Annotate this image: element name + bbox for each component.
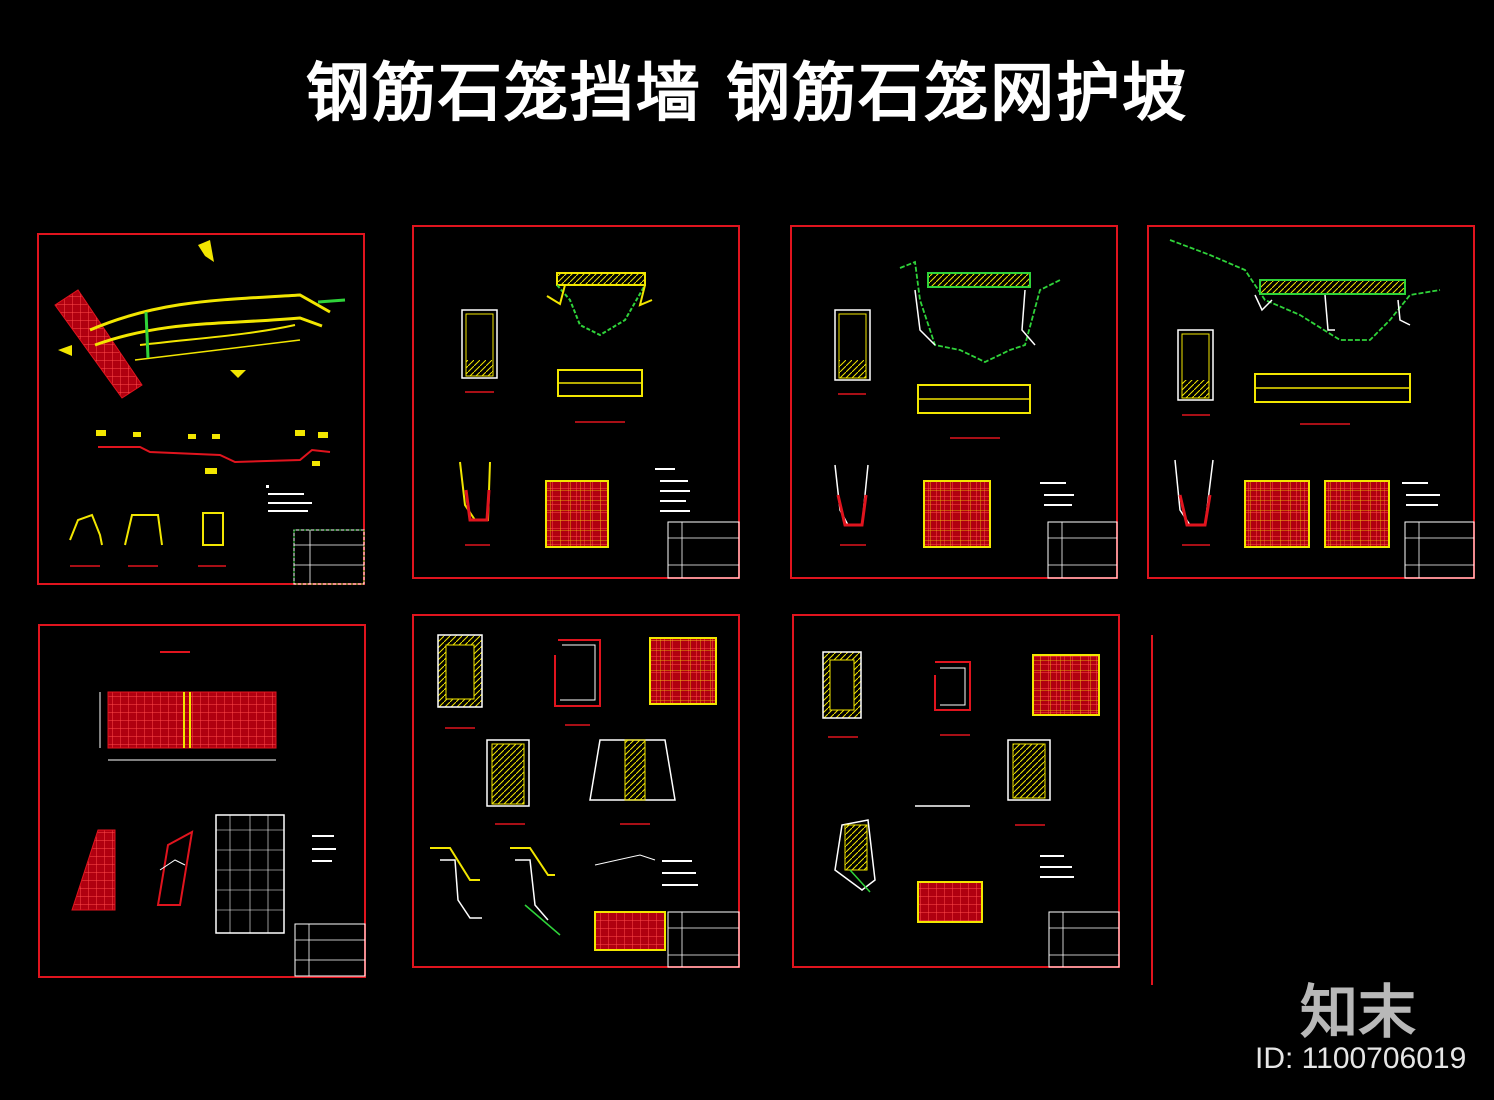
sheet-section-a <box>412 225 740 579</box>
page-title: 钢筋石笼挡墙 钢筋石笼网护坡 <box>305 57 1189 131</box>
sheet-section-b <box>790 225 1118 579</box>
sheet-section-c <box>1147 225 1475 579</box>
sheet-details-a <box>412 614 740 968</box>
sheet-details-b <box>792 614 1120 968</box>
sheet-mesh-elevation <box>38 624 366 978</box>
watermark-id: ID: 1100706019 <box>1255 1042 1467 1075</box>
watermark-logo: 知末 <box>1300 978 1417 1046</box>
sheet-plan-layout <box>37 233 365 585</box>
